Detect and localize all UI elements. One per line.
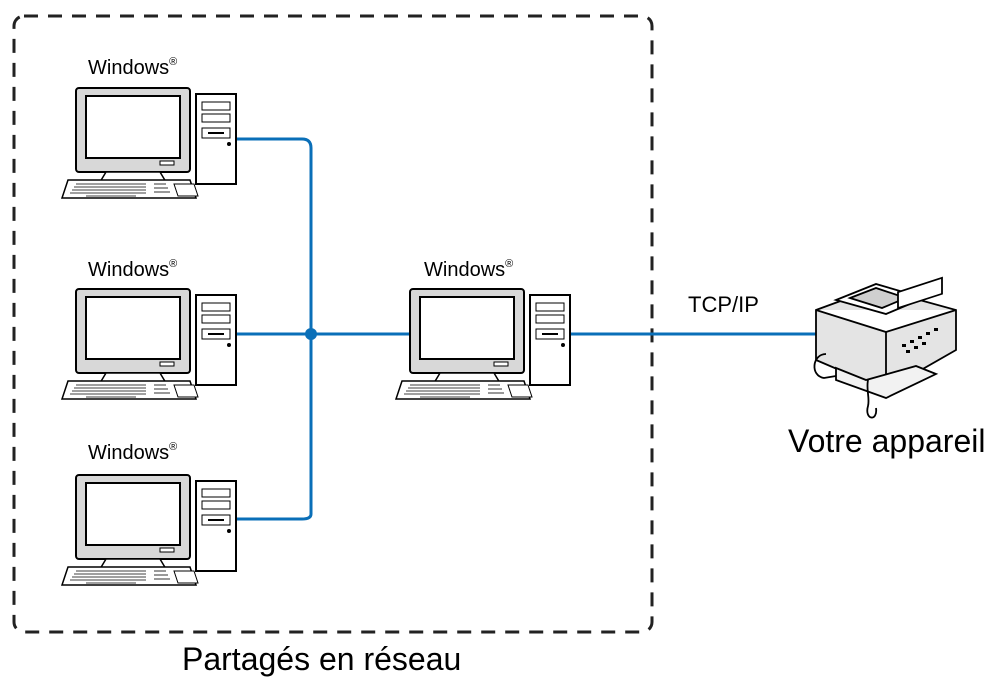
- computer-label-3: Windows®: [88, 441, 177, 464]
- desktop-computer-icon: [395, 288, 571, 400]
- desktop-computer-icon: [61, 87, 237, 199]
- computer-label-1: Windows®: [88, 56, 177, 79]
- link-pc1: [235, 137, 313, 521]
- computer-label-4: Windows®: [424, 258, 513, 281]
- network-junction: [305, 328, 317, 340]
- computer-label-2: Windows®: [88, 258, 177, 281]
- group-label: Partagés en réseau: [182, 641, 461, 677]
- protocol-label: TCP/IP: [688, 292, 759, 317]
- desktop-computer-icon: [61, 288, 237, 400]
- multifunction-printer-icon: [813, 276, 957, 419]
- device-label: Votre appareil: [788, 423, 985, 459]
- desktop-computer-icon: [61, 474, 237, 586]
